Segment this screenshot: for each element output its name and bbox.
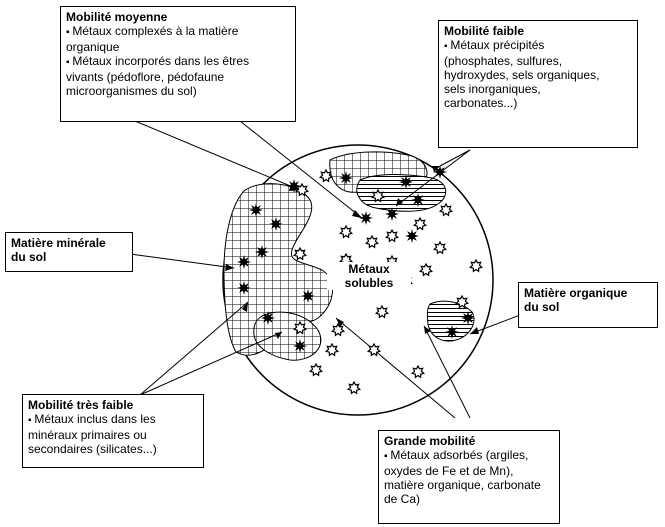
- box-mobilite-faible-line5: carbonates...): [444, 96, 518, 110]
- box-mobilite-faible-title: Mobilité faible: [444, 24, 525, 38]
- free-metal-particle-icon: [454, 294, 470, 309]
- free-metal-particle-icon: [374, 304, 390, 319]
- precipitated-metal-particle-icon: [461, 311, 475, 325]
- box-mobilite-tres-faible-line3: secondaires (silicates...): [28, 442, 157, 456]
- precipitated-metal-particle-icon: [405, 229, 419, 243]
- free-metal-particle-icon: [370, 188, 386, 203]
- precipitated-metal-particle-icon: [255, 245, 269, 259]
- box-matiere-minerale: Matière minérale du sol: [5, 232, 133, 272]
- free-metal-particle-icon: [364, 234, 380, 249]
- soluble-metals-line1: Métaux: [348, 262, 390, 276]
- precipitated-metal-particle-icon: [359, 211, 373, 225]
- free-metal-particle-icon: [366, 342, 382, 357]
- box-mobilite-moyenne: Mobilité moyenne Métaux complexés à la m…: [60, 6, 296, 122]
- free-metal-particle-icon: [308, 362, 324, 377]
- free-metal-particle-icon: [418, 262, 434, 277]
- free-metal-particle-icon: [432, 240, 448, 255]
- precipitated-metal-particle-icon: [339, 171, 353, 185]
- soluble-metals-line2: solubles: [344, 276, 394, 290]
- precipitated-metal-particle-icon: [293, 339, 307, 353]
- box-mobilite-moyenne-item2-cont2: microorganismes du sol): [66, 84, 197, 98]
- precipitated-metal-particle-icon: [261, 311, 275, 325]
- precipitated-metal-particle-icon: [237, 255, 251, 269]
- box-grande-mobilite-item1: Métaux adsorbés (argiles,: [384, 448, 554, 464]
- box-matiere-minerale-line2: du sol: [11, 250, 47, 264]
- organic-matter-region-top: [356, 174, 447, 212]
- box-mobilite-faible-line2: (phosphates, sulfures,: [444, 54, 563, 68]
- soluble-metals-label: Métaux solubles: [327, 262, 411, 290]
- box-grande-mobilite-line4: de Ca): [384, 492, 421, 506]
- precipitated-metal-particle-icon: [249, 203, 263, 217]
- box-matiere-organique-line1: Matière organique: [524, 286, 628, 300]
- box-mobilite-tres-faible-title: Mobilité très faible: [28, 398, 134, 412]
- box-mobilite-faible-item1: Métaux précipités: [444, 38, 632, 54]
- free-metal-particle-icon: [412, 216, 428, 231]
- box-mobilite-moyenne-item1: Métaux complexés à la matière: [66, 24, 290, 40]
- free-metal-particle-icon: [292, 320, 308, 335]
- box-grande-mobilite-line2: oxydes de Fe et de Mn),: [384, 464, 514, 478]
- precipitated-metal-particle-icon: [385, 207, 399, 221]
- box-mobilite-moyenne-title: Mobilité moyenne: [66, 10, 168, 24]
- box-mobilite-moyenne-item2: Métaux incorporés dans les êtres: [66, 54, 290, 70]
- box-mobilite-faible-line4: sels inorganiques,: [444, 82, 541, 96]
- free-metal-particle-icon: [324, 342, 340, 357]
- box-grande-mobilite-line3: matière organique, carbonate: [384, 478, 541, 492]
- box-mobilite-tres-faible-line2: minéraux primaires ou: [28, 428, 147, 442]
- box-grande-mobilite-title: Grande mobilité: [384, 434, 476, 448]
- box-mobilite-tres-faible: Mobilité très faible Métaux inclus dans …: [22, 394, 204, 468]
- precipitated-metal-particle-icon: [269, 217, 283, 231]
- box-grande-mobilite: Grande mobilité Métaux adsorbés (argiles…: [378, 430, 560, 524]
- precipitated-metal-particle-icon: [445, 325, 459, 339]
- free-metal-particle-icon: [346, 380, 362, 395]
- precipitated-metal-particle-icon: [411, 193, 425, 207]
- arrow-lines: [129, 120, 561, 419]
- free-metal-particle-icon: [468, 258, 484, 273]
- free-metal-particle-icon: [292, 246, 308, 261]
- box-matiere-organique: Matière organique du sol: [518, 282, 658, 328]
- free-metal-particle-icon: [410, 364, 426, 379]
- box-mobilite-moyenne-item1-cont: organique: [66, 40, 120, 54]
- precipitated-metal-particle-icon: [399, 175, 413, 189]
- box-matiere-organique-line2: du sol: [524, 300, 560, 314]
- free-metal-particle-icon: [438, 202, 454, 217]
- box-mobilite-faible: Mobilité faible Métaux précipités (phosp…: [438, 20, 638, 148]
- box-mobilite-moyenne-item2-cont1: vivants (pédoflore, pédofaune: [66, 70, 225, 84]
- free-metal-particle-icon: [338, 224, 354, 239]
- free-metal-particle-icon: [318, 168, 334, 183]
- free-metal-particle-icon: [330, 322, 346, 337]
- precipitated-metal-particle-icon: [433, 165, 447, 179]
- precipitated-metal-particle-icon: [301, 289, 315, 303]
- box-mobilite-faible-line3: hydroxydes, sels organiques,: [444, 68, 600, 82]
- free-metal-particle-icon: [294, 182, 310, 197]
- precipitated-metal-particle-icon: [237, 281, 251, 295]
- free-metal-particle-icon: [384, 228, 400, 243]
- mineral-matter-region: [223, 183, 334, 356]
- box-matiere-minerale-line1: Matière minérale: [11, 236, 106, 250]
- box-mobilite-tres-faible-item1: Métaux inclus dans les: [28, 412, 198, 428]
